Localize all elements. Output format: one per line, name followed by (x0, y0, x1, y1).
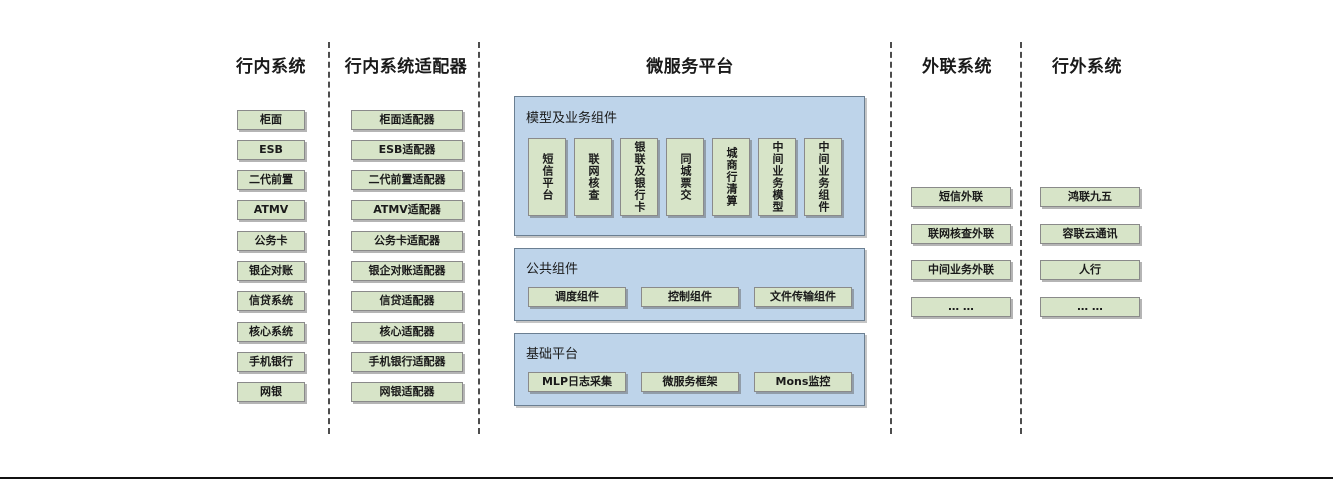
list-item[interactable]: 中间业务外联 (911, 260, 1011, 280)
list-item[interactable]: 网银适配器 (351, 382, 463, 402)
list-item[interactable]: 柜面适配器 (351, 110, 463, 130)
column-divider-3 (890, 42, 892, 434)
list-item[interactable]: ESB (237, 140, 305, 160)
component-box[interactable]: Mons监控 (754, 372, 852, 392)
component-box[interactable]: 中间业务模型 (758, 138, 796, 216)
list-item[interactable]: 容联云通讯 (1040, 224, 1140, 244)
panel-label-base-platform: 基础平台 (526, 347, 579, 362)
column-title-microservice-platform: 微服务平台 (646, 57, 734, 77)
list-item[interactable]: 手机银行 (237, 352, 305, 372)
component-box[interactable]: 城商行清算 (712, 138, 750, 216)
component-box[interactable]: 银联及银行卡 (620, 138, 658, 216)
column-divider-4 (1020, 42, 1022, 434)
component-box[interactable]: 文件传输组件 (754, 287, 852, 307)
list-item[interactable]: 银企对账 (237, 261, 305, 281)
panel-label-public-components: 公共组件 (526, 262, 579, 277)
list-item[interactable]: 信贷适配器 (351, 291, 463, 311)
column-title-in-bank-systems: 行内系统 (236, 57, 306, 77)
list-item[interactable]: 短信外联 (911, 187, 1011, 207)
list-item[interactable]: 公务卡 (237, 231, 305, 251)
list-item[interactable]: 人行 (1040, 260, 1140, 280)
list-item[interactable]: 柜面 (237, 110, 305, 130)
component-box[interactable]: 联网核查 (574, 138, 612, 216)
panel-base-platform (514, 333, 865, 406)
list-item[interactable]: ATMV (237, 200, 305, 220)
list-item[interactable]: 鸿联九五 (1040, 187, 1140, 207)
component-box[interactable]: 中间业务组件 (804, 138, 842, 216)
list-item[interactable]: … … (911, 297, 1011, 317)
panel-label-model-business-components: 模型及业务组件 (526, 111, 618, 126)
column-title-in-bank-adapters: 行内系统适配器 (344, 57, 468, 77)
panel-public-components (514, 248, 865, 321)
component-box[interactable]: 短信平台 (528, 138, 566, 216)
component-box[interactable]: 同城票交 (666, 138, 704, 216)
column-divider-2 (478, 42, 480, 434)
bottom-divider (0, 477, 1333, 479)
list-item[interactable]: 核心适配器 (351, 322, 463, 342)
list-item[interactable]: … … (1040, 297, 1140, 317)
component-box[interactable]: 调度组件 (528, 287, 626, 307)
list-item[interactable]: 信贷系统 (237, 291, 305, 311)
component-box[interactable]: 微服务框架 (641, 372, 739, 392)
list-item[interactable]: 银企对账适配器 (351, 261, 463, 281)
list-item[interactable]: ATMV适配器 (351, 200, 463, 220)
column-title-external-link-systems: 外联系统 (922, 57, 992, 77)
list-item[interactable]: 网银 (237, 382, 305, 402)
list-item[interactable]: ESB适配器 (351, 140, 463, 160)
component-box[interactable]: 控制组件 (641, 287, 739, 307)
column-title-out-of-bank-systems: 行外系统 (1052, 57, 1122, 77)
component-box[interactable]: MLP日志采集 (528, 372, 626, 392)
list-item[interactable]: 联网核查外联 (911, 224, 1011, 244)
list-item[interactable]: 核心系统 (237, 322, 305, 342)
list-item[interactable]: 二代前置适配器 (351, 170, 463, 190)
list-item[interactable]: 公务卡适配器 (351, 231, 463, 251)
list-item[interactable]: 手机银行适配器 (351, 352, 463, 372)
column-divider-1 (328, 42, 330, 434)
list-item[interactable]: 二代前置 (237, 170, 305, 190)
